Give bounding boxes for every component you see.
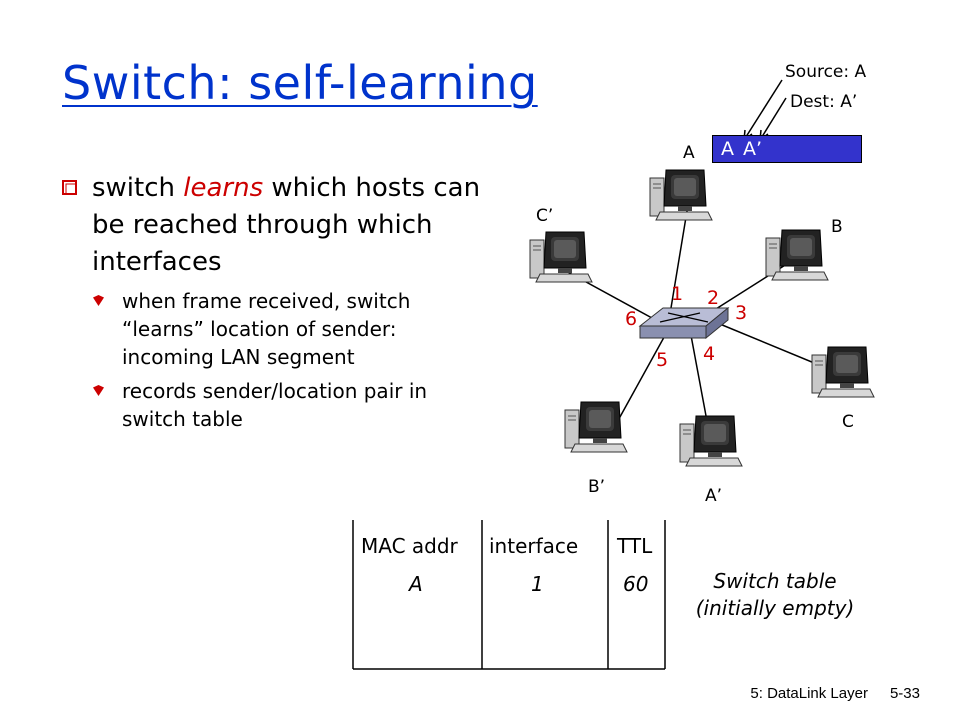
page-title: Switch: self-learning (62, 56, 538, 110)
host-c-icon (811, 346, 875, 398)
bullet-main-post: which hosts can be reached through which… (92, 173, 481, 277)
host-b-icon (765, 229, 829, 281)
sub-bullet-icon (93, 295, 104, 306)
host-a-prime-label: A’ (705, 486, 723, 506)
bullet-sub-2: records sender/location pair in switch t… (92, 377, 492, 433)
port-6-label: 6 (625, 308, 638, 330)
port-1-label: 1 (671, 283, 684, 305)
checkbox-bullet-icon (62, 180, 77, 195)
sub-bullet-icon (93, 385, 104, 396)
table-cell-ttl: 60 (623, 572, 649, 596)
switch-table-grid (352, 520, 666, 670)
switch-table: MAC addr interface TTL A 1 60 (353, 520, 665, 669)
port-2-label: 2 (707, 287, 720, 309)
bullet-sub-1: when frame received, switch “learns” loc… (92, 287, 492, 371)
port-5-label: 5 (656, 349, 669, 371)
host-a-icon (649, 169, 713, 221)
port-3-label: 3 (735, 302, 748, 324)
frame-dst: A’ (743, 138, 763, 160)
table-note: Switch table (initially empty) (680, 568, 870, 622)
source-label: Source: A (785, 62, 867, 82)
table-cell-mac: A (409, 572, 423, 596)
host-c-prime-icon (529, 231, 593, 283)
switch-icon (638, 306, 730, 340)
host-a-label: A (683, 143, 695, 163)
host-b-prime-label: B’ (588, 477, 606, 497)
bullet-main: switch learns which hosts can be reached… (62, 170, 492, 281)
table-cell-interface: 1 (531, 572, 544, 596)
frame-arrows (743, 79, 787, 141)
footer-page: 5-33 (889, 685, 920, 702)
host-b-prime-icon (564, 401, 628, 453)
table-header-mac: MAC addr (361, 534, 458, 558)
host-b-label: B (831, 217, 843, 237)
table-note-line1: Switch table (713, 569, 837, 593)
footer-chapter: 5: DataLink Layer (750, 685, 868, 702)
host-c-label: C (842, 412, 854, 432)
frame-src: A (721, 138, 734, 160)
frame-box: A A’ (712, 135, 862, 163)
table-header-interface: interface (489, 534, 579, 558)
bullet-main-pre: switch (92, 173, 184, 203)
slide-footer: 5: DataLink Layer 5-33 (728, 685, 920, 702)
bullet-sub-2-text: records sender/location pair in switch t… (122, 379, 428, 431)
host-a-prime-icon (679, 415, 743, 467)
table-header-ttl: TTL (617, 534, 653, 558)
bullet-sub-1-text: when frame received, switch “learns” loc… (122, 289, 411, 369)
bullet-list: switch learns which hosts can be reached… (62, 170, 492, 433)
bullet-main-emph: learns (183, 173, 264, 203)
table-note-line2: (initially empty) (695, 596, 855, 620)
host-c-prime-label: C’ (536, 206, 554, 226)
port-4-label: 4 (703, 343, 716, 365)
dest-label: Dest: A’ (790, 92, 858, 112)
